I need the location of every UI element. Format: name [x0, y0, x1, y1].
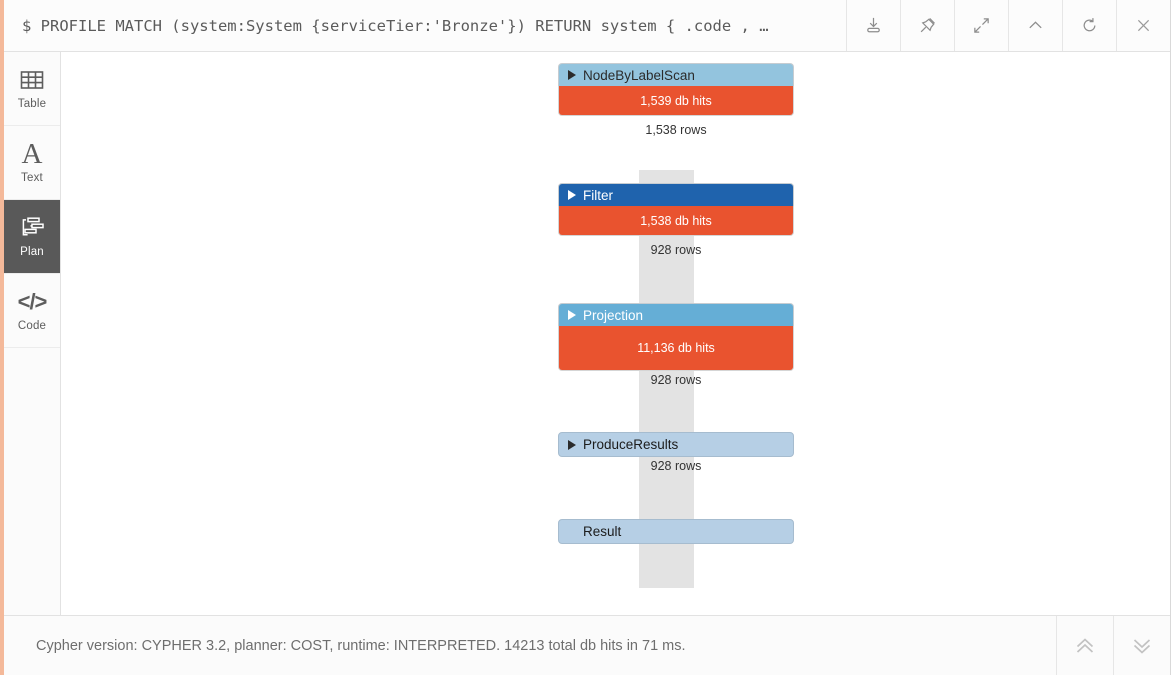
plan-rows-label: 1,538 rows — [645, 123, 707, 137]
sidebar-item-label: Code — [17, 320, 47, 332]
plan-node-header[interactable]: NodeByLabelScan — [558, 63, 794, 86]
plan-node-name: Projection — [583, 307, 644, 323]
plan-node-name: Result — [583, 524, 622, 539]
text-icon: A — [21, 137, 43, 170]
code-icon: </> — [17, 289, 48, 314]
plan-node-nodebylabelscan[interactable]: NodeByLabelScan 1,539 db hits — [558, 63, 794, 116]
plan-node-filter[interactable]: Filter 1,538 db hits — [558, 183, 794, 236]
plan-node-db-hits: 1,538 db hits — [558, 206, 794, 236]
plan-node-header[interactable]: Filter — [558, 183, 794, 206]
plan-node-result[interactable]: Result — [558, 519, 794, 544]
expand-icon[interactable] — [954, 0, 1008, 51]
plan-node-projection[interactable]: Projection 11,136 db hits — [558, 303, 794, 371]
expand-triangle-icon[interactable] — [568, 310, 576, 320]
query-bar: $ PROFILE MATCH (system:System {serviceT… — [4, 0, 1170, 52]
plan-icon — [19, 215, 45, 241]
plan-node-db-hits: 1,539 db hits — [558, 86, 794, 116]
double-chevron-up-icon[interactable] — [1056, 616, 1113, 675]
query-text: $ PROFILE MATCH (system:System {serviceT… — [22, 16, 769, 35]
sidebar-item-label: Plan — [20, 246, 44, 258]
plan-node-header[interactable]: ProduceResults — [558, 432, 794, 457]
double-chevron-down-icon[interactable] — [1113, 616, 1170, 675]
query-plan-canvas[interactable]: NodeByLabelScan 1,539 db hits 1,538 rows… — [61, 52, 1170, 615]
plan-node-name: ProduceResults — [583, 437, 679, 452]
expand-triangle-icon[interactable] — [568, 439, 576, 450]
plan-node-produceresults[interactable]: ProduceResults — [558, 432, 794, 457]
sidebar-item-text[interactable]: A Text — [4, 126, 60, 200]
sidebar-item-table[interactable]: Table — [4, 52, 60, 126]
sidebar-item-plan[interactable]: Plan — [4, 200, 60, 274]
chevron-up-icon[interactable] — [1008, 0, 1062, 51]
result-body: Table A Text Plan — [4, 52, 1170, 615]
download-icon[interactable] — [846, 0, 900, 51]
plan-node-db-hits: 11,136 db hits — [558, 326, 794, 371]
pin-icon[interactable] — [900, 0, 954, 51]
expand-triangle-icon[interactable] — [568, 70, 576, 80]
plan-node-name: Filter — [583, 187, 613, 203]
sidebar-item-code[interactable]: </> Code — [4, 274, 60, 348]
table-icon — [20, 67, 44, 93]
plan-rows-label: 928 rows — [650, 243, 702, 257]
plan-connector-band — [639, 170, 694, 588]
plan-summary-text: Cypher version: CYPHER 3.2, planner: COS… — [36, 637, 686, 654]
plan-footer: Cypher version: CYPHER 3.2, planner: COS… — [4, 615, 1170, 675]
plan-node-header[interactable]: Result — [558, 519, 794, 544]
refresh-icon[interactable] — [1062, 0, 1116, 51]
plan-node-name: NodeByLabelScan — [583, 67, 695, 83]
sidebar-item-label: Table — [17, 98, 47, 110]
plan-rows-label: 928 rows — [650, 459, 702, 473]
close-icon[interactable] — [1116, 0, 1170, 51]
plan-rows-label: 928 rows — [650, 373, 702, 387]
plan-node-header[interactable]: Projection — [558, 303, 794, 326]
sidebar-item-label: Text — [21, 172, 43, 184]
view-sidebar: Table A Text Plan — [4, 52, 61, 615]
expand-triangle-icon[interactable] — [568, 190, 576, 200]
